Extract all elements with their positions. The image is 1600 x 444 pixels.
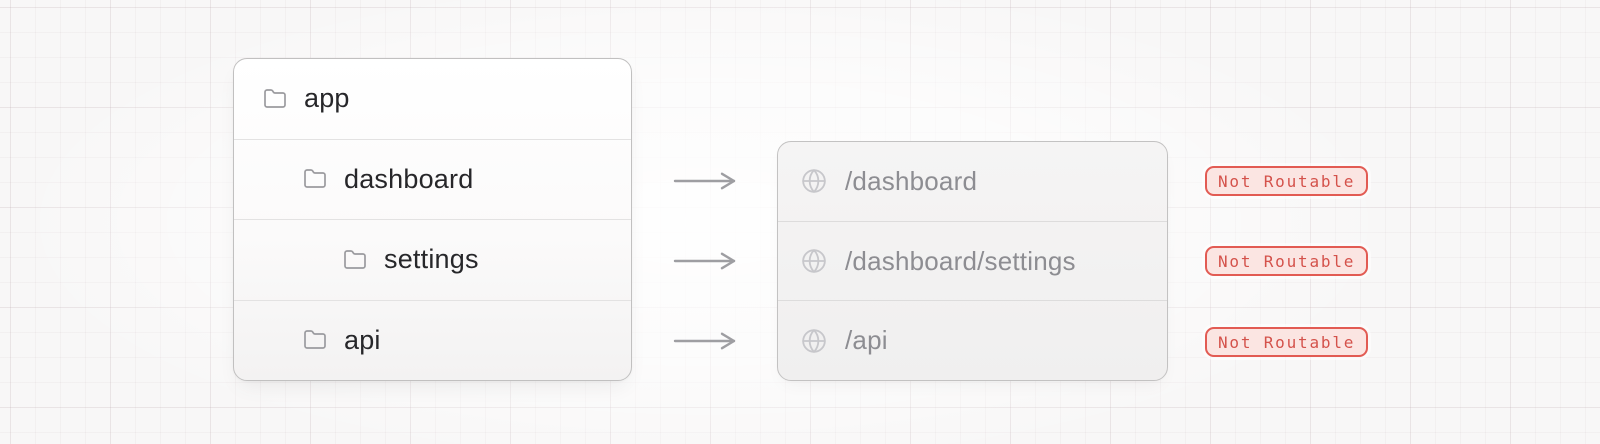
tree-row-dashboard: dashboard [234,138,631,220]
tree-label: app [304,83,350,114]
status-badge-not-routable: Not Routable [1205,246,1369,276]
route-row-dashboard-settings: /dashboard/settings [778,220,1167,301]
folder-icon [303,167,327,191]
tree-row-settings: settings [234,219,631,300]
globe-icon [801,248,827,274]
tree-label: dashboard [344,163,474,194]
tree-row-api: api [234,299,631,381]
status-badge-not-routable: Not Routable [1205,166,1369,196]
route-path: /dashboard [845,165,978,196]
arrow-right-icon [673,332,736,350]
status-badge-not-routable: Not Routable [1205,327,1369,357]
globe-icon [801,168,827,194]
route-path: /api [845,325,888,356]
tree-label: settings [384,244,479,275]
route-path: /dashboard/settings [845,245,1076,276]
file-tree-card: app dashboard settings api [233,58,632,381]
routes-card: /dashboard /dashboard/settings /api [777,141,1168,381]
arrow-right-icon [673,252,736,270]
folder-icon [303,328,327,352]
folder-icon [343,248,367,272]
route-row-api: /api [778,300,1167,380]
globe-icon [801,328,827,354]
tree-label: api [344,324,381,355]
arrow-right-icon [673,172,736,190]
route-row-dashboard: /dashboard [778,142,1167,221]
tree-row-app: app [234,59,631,139]
folder-icon [263,87,287,111]
